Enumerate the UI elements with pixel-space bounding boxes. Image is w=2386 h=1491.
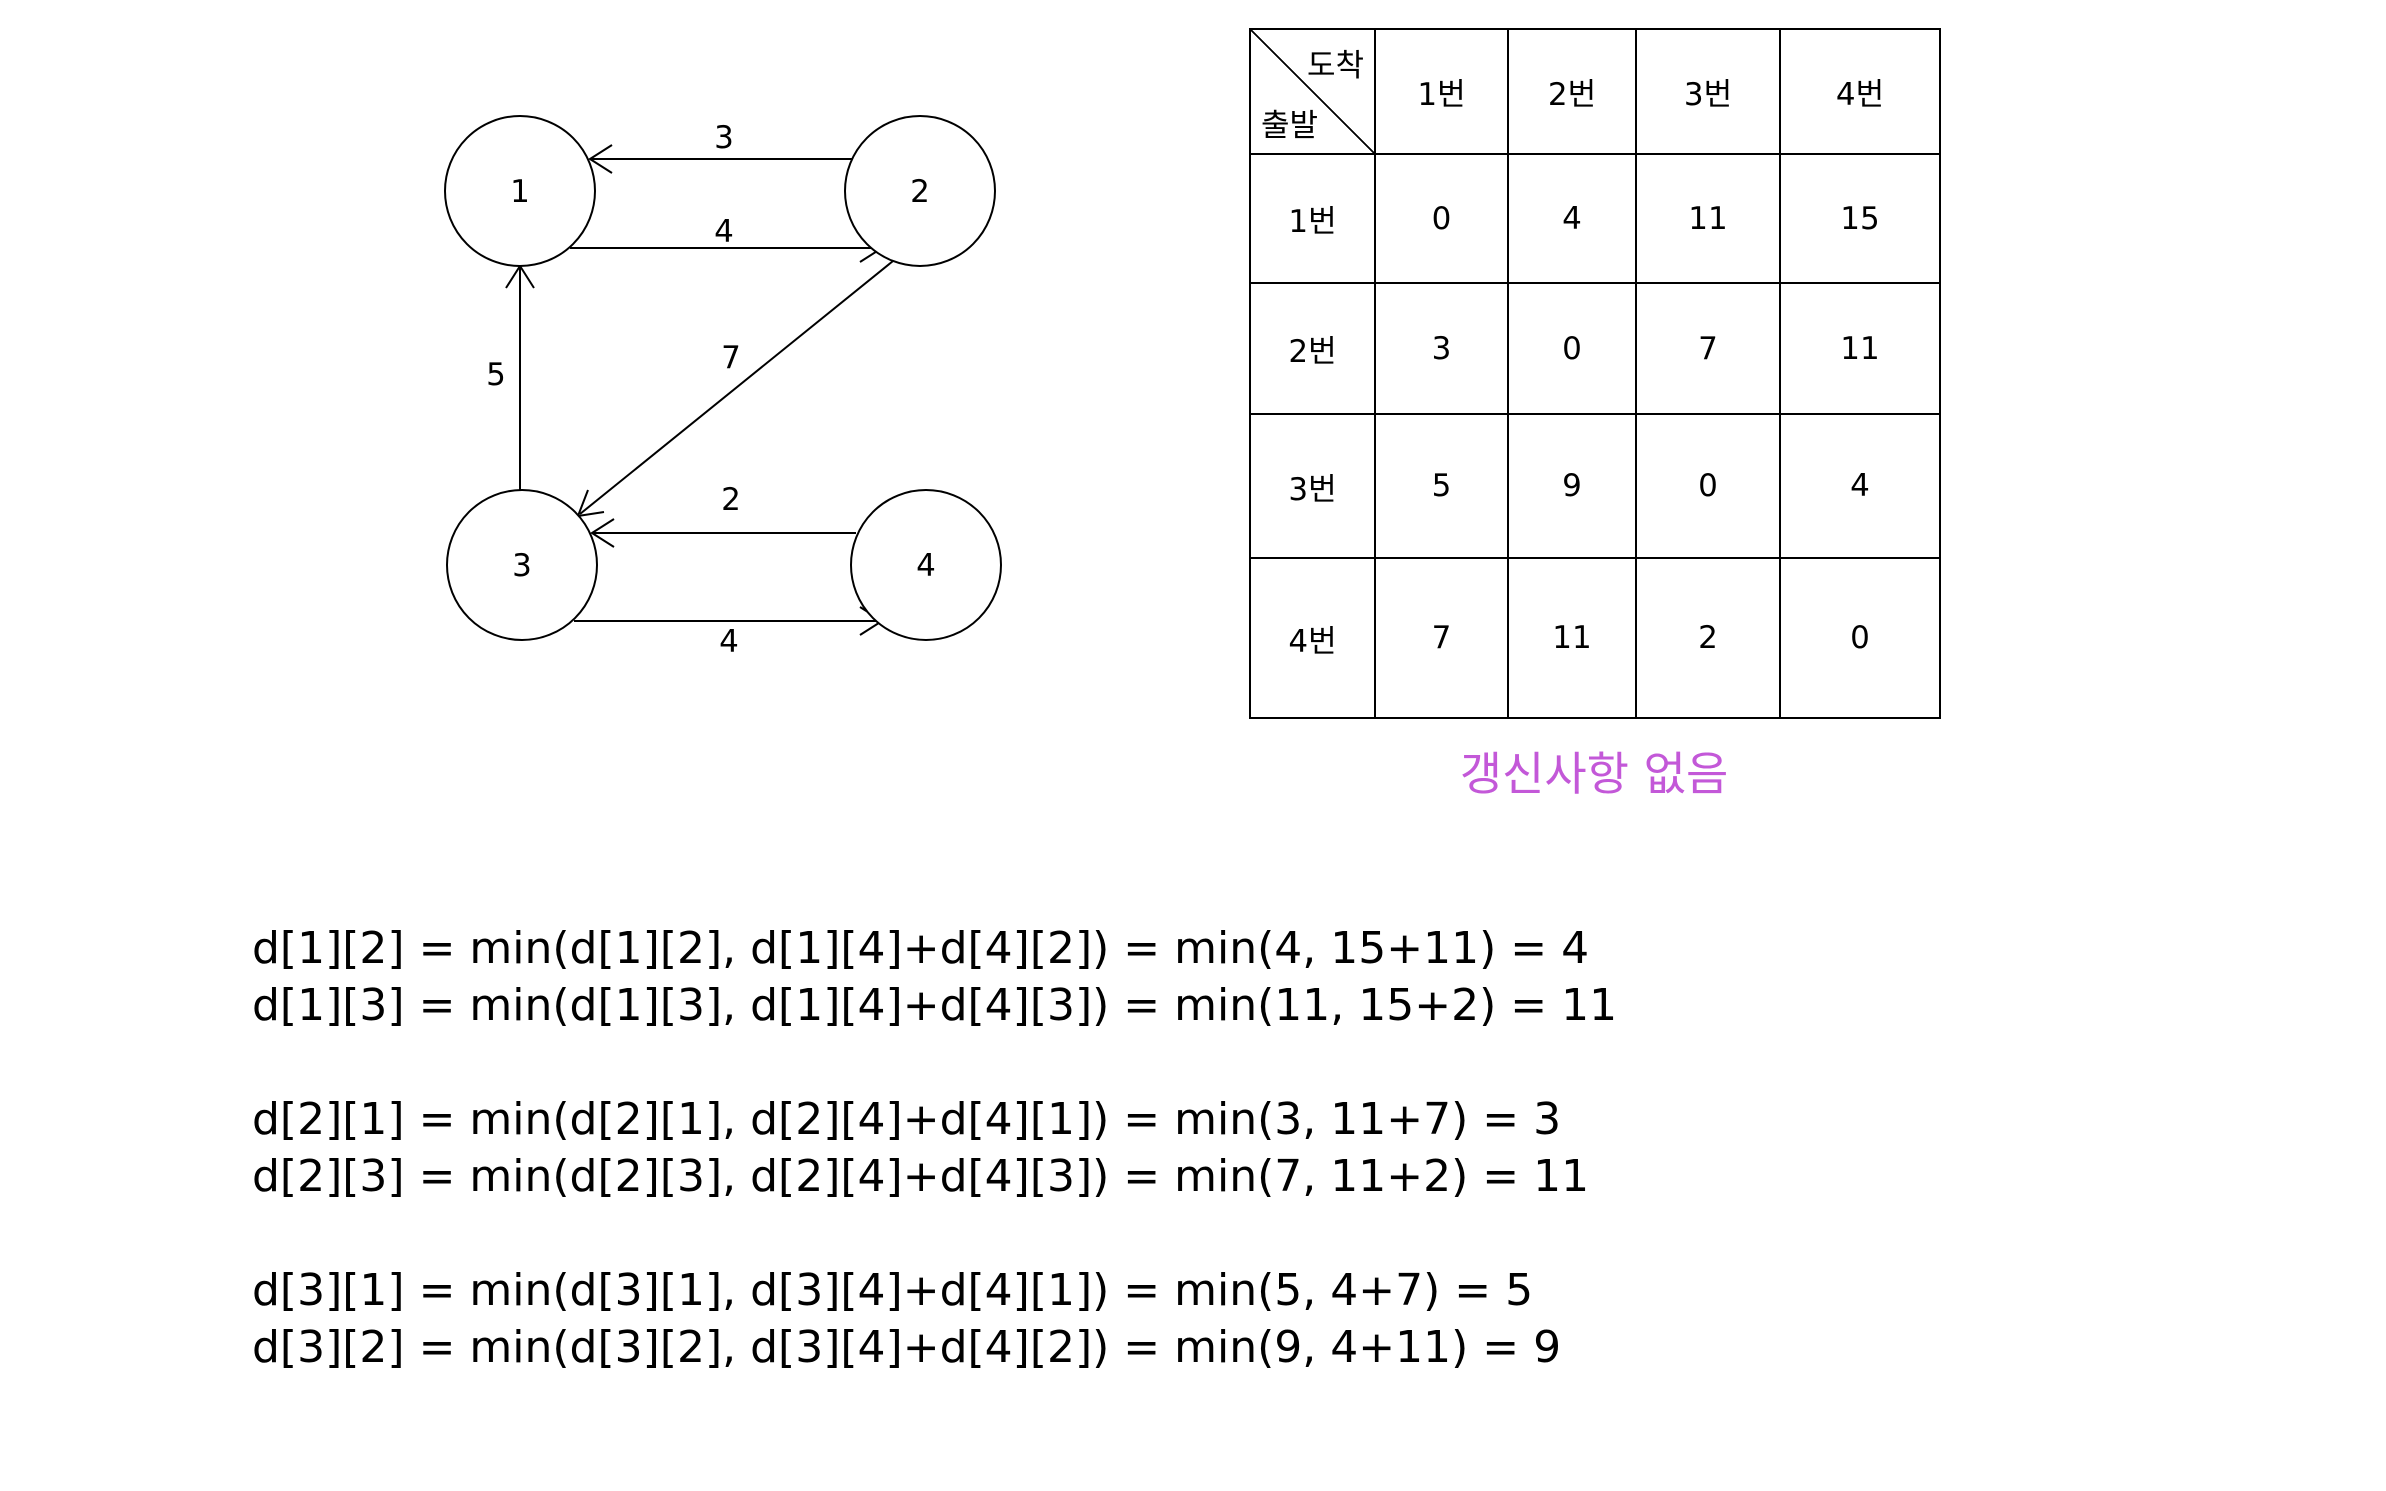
edge-weight-4-3: 2 (721, 482, 741, 518)
equation-group: d[3][1] = min(d[3][1], d[3][4]+d[4][1]) … (252, 1262, 1617, 1376)
graph-node-2: 2 (844, 115, 996, 267)
table-cell: 4 (1779, 413, 1941, 559)
table-header-row: 도착 출발 1번 2번 3번 4번 (1249, 28, 1941, 155)
table-cell: 2 (1635, 557, 1781, 719)
table-cell: 11 (1635, 153, 1781, 284)
table-cell: 15 (1779, 153, 1941, 284)
edge-4-to-3: 2 (590, 482, 856, 548)
edge-weight-2-1: 3 (714, 120, 734, 156)
equation-line: d[2][3] = min(d[2][3], d[2][4]+d[4][3]) … (252, 1151, 1590, 1202)
table-cell: 5 (1374, 413, 1509, 559)
node-label-2: 2 (910, 174, 930, 210)
graph-diagram: 3 4 5 7 2 4 1 2 3 4 (444, 115, 1002, 660)
corner-label-destination: 도착 (1306, 48, 1364, 84)
table-cell: 7 (1635, 282, 1781, 415)
table-cell: 4 (1507, 153, 1637, 284)
table-cell: 7 (1374, 557, 1509, 719)
table-row: 2번 3 0 7 11 (1249, 282, 1941, 415)
edge-2-to-3: 7 (576, 260, 894, 518)
table-caption: 갱신사항 없음 (1459, 747, 1729, 801)
graph-node-4: 4 (850, 489, 1002, 641)
edge-weight-2-3: 7 (721, 340, 741, 376)
table-cell: 11 (1779, 282, 1941, 415)
distance-table: 도착 출발 1번 2번 3번 4번 1번 0 4 11 15 2번 3 0 7 … (1249, 28, 1941, 719)
equation-group: d[1][2] = min(d[1][2], d[1][4]+d[4][2]) … (252, 920, 1617, 1034)
equation-line: d[3][1] = min(d[3][1], d[3][4]+d[4][1]) … (252, 1265, 1534, 1316)
table-row: 3번 5 9 0 4 (1249, 413, 1941, 559)
table-cell: 0 (1779, 557, 1941, 719)
edge-weight-3-4: 4 (719, 624, 739, 660)
col-header: 2번 (1507, 28, 1637, 155)
edge-2-to-1: 3 (588, 120, 852, 174)
equation-line: d[3][2] = min(d[3][2], d[3][4]+d[4][2]) … (252, 1322, 1562, 1373)
table-cell: 3 (1374, 282, 1509, 415)
edge-3-to-4: 4 (574, 606, 884, 660)
equation-line: d[2][1] = min(d[2][1], d[2][4]+d[4][1]) … (252, 1094, 1562, 1145)
equations-block: d[1][2] = min(d[1][2], d[1][4]+d[4][2]) … (252, 920, 1617, 1376)
graph-node-1: 1 (444, 115, 596, 267)
equation-line: d[1][3] = min(d[1][3], d[1][4]+d[4][3]) … (252, 980, 1618, 1031)
edge-1-to-2: 4 (570, 214, 884, 263)
table-cell: 9 (1507, 413, 1637, 559)
table-cell: 0 (1635, 413, 1781, 559)
node-label-1: 1 (510, 174, 530, 210)
graph-node-3: 3 (446, 489, 598, 641)
col-header: 3번 (1635, 28, 1781, 155)
table-cell: 0 (1507, 282, 1637, 415)
row-header: 3번 (1249, 413, 1376, 559)
node-label-3: 3 (512, 548, 532, 584)
equation-line: d[1][2] = min(d[1][2], d[1][4]+d[4][2]) … (252, 923, 1590, 974)
col-header: 4번 (1779, 28, 1941, 155)
table-corner-cell: 도착 출발 (1249, 28, 1376, 155)
table-row: 1번 0 4 11 15 (1249, 153, 1941, 284)
equation-group: d[2][1] = min(d[2][1], d[2][4]+d[4][1]) … (252, 1091, 1617, 1205)
row-header: 2번 (1249, 282, 1376, 415)
edge-3-to-1: 5 (486, 264, 535, 490)
table-cell: 11 (1507, 557, 1637, 719)
col-header: 1번 (1374, 28, 1509, 155)
edge-weight-3-1: 5 (486, 357, 506, 393)
row-header: 4번 (1249, 557, 1376, 719)
node-label-4: 4 (916, 548, 936, 584)
edge-weight-1-2: 4 (714, 214, 734, 250)
table-row: 4번 7 11 2 0 (1249, 557, 1941, 719)
table-cell: 0 (1374, 153, 1509, 284)
corner-label-source: 출발 (1261, 108, 1319, 144)
row-header: 1번 (1249, 153, 1376, 284)
